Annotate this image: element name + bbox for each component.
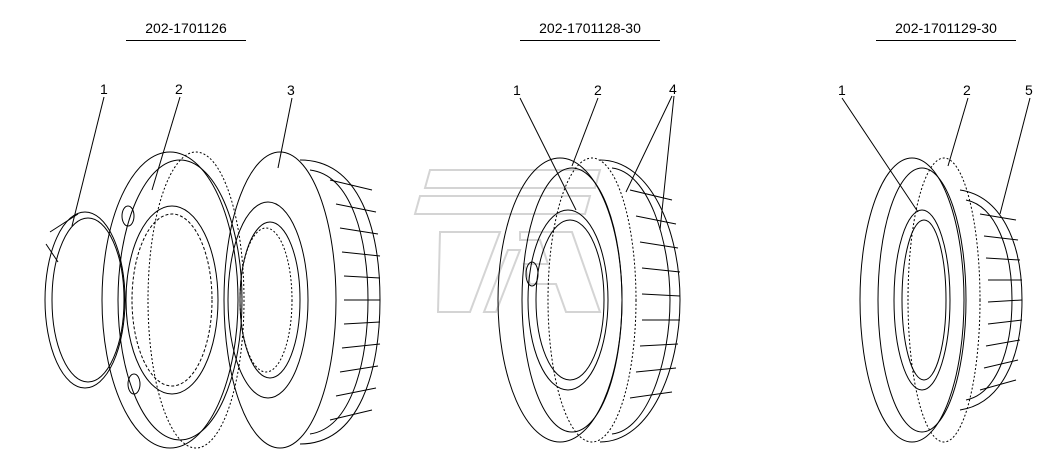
callout-label: 2 [594, 82, 602, 98]
middle-teeth [629, 189, 681, 399]
title-underline [126, 40, 246, 41]
title-underline [876, 40, 1016, 41]
callout-label: 1 [100, 81, 108, 97]
assembly-right [859, 157, 1023, 443]
callout-label: 1 [513, 82, 521, 98]
sync-ring-left [101, 151, 245, 449]
gear-left-teeth [329, 179, 381, 421]
callout-label: 1 [838, 82, 846, 98]
callout-label: 5 [1025, 82, 1033, 98]
assembly-title-text: 202-1701126 [145, 20, 227, 36]
leader-lines [71, 95, 1031, 231]
assembly-title-2: 202-1701128-30 [520, 20, 660, 41]
callout-label: 2 [963, 82, 971, 98]
assembly-title-text: 202-1701128-30 [539, 20, 641, 36]
retaining-ring [44, 211, 126, 389]
callout-label: 2 [175, 81, 183, 97]
assembly-title-text: 202-1701129-30 [895, 20, 997, 36]
callout-label: 3 [287, 82, 295, 98]
title-underline [520, 40, 660, 41]
right-teeth [979, 213, 1023, 391]
assembly-middle [497, 157, 681, 443]
assembly-title-3: 202-1701129-30 [876, 20, 1016, 41]
assembly-title-1: 202-1701126 [126, 20, 246, 41]
callout-label: 4 [669, 81, 677, 97]
